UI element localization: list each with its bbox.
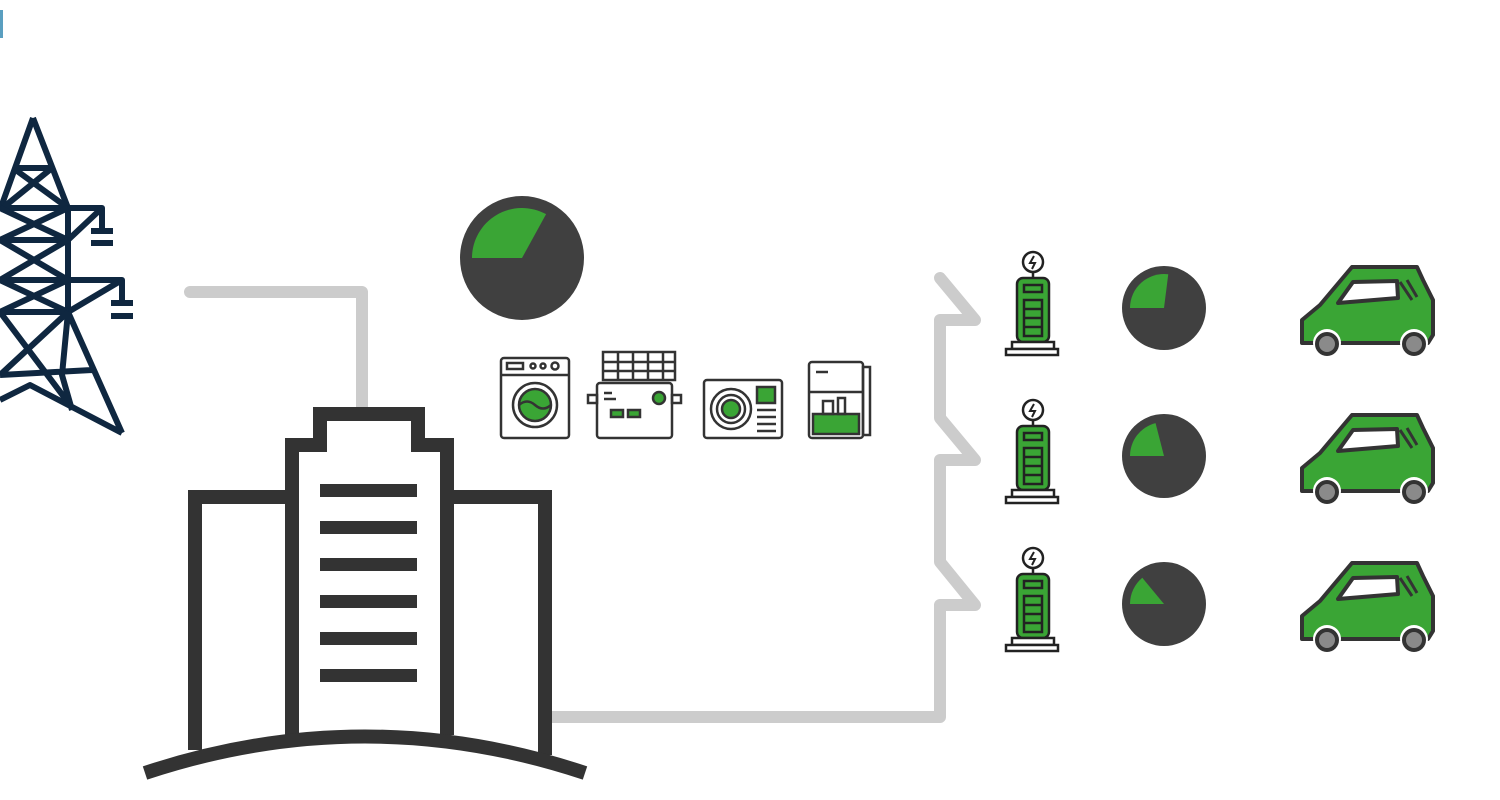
gauge-fill bbox=[472, 207, 547, 258]
edge-marker bbox=[0, 10, 3, 38]
charge-level-gauge bbox=[1122, 266, 1206, 350]
charging-station-icon bbox=[1004, 250, 1060, 357]
car-icon bbox=[1300, 265, 1435, 357]
power-lines bbox=[184, 272, 981, 723]
refrigerator-icon bbox=[807, 360, 872, 440]
air-conditioner-icon bbox=[702, 378, 784, 440]
generator-icon bbox=[586, 350, 683, 440]
car-icon bbox=[1300, 561, 1435, 653]
building-icon bbox=[142, 407, 588, 780]
charger-row bbox=[1004, 546, 1435, 653]
car-icon bbox=[1300, 413, 1435, 505]
charge-level-gauge bbox=[1122, 414, 1206, 498]
charging-station-icon bbox=[1004, 398, 1060, 505]
building-to-chargers-line bbox=[546, 272, 981, 723]
charging-station-icon bbox=[1004, 546, 1060, 653]
power-tower-icon bbox=[0, 116, 125, 436]
insulator-icons bbox=[91, 228, 133, 319]
gauge-fill bbox=[1130, 577, 1164, 604]
grid-to-building-line bbox=[184, 286, 368, 418]
building-energy-gauge bbox=[460, 196, 584, 320]
charger-row bbox=[1004, 250, 1435, 357]
charger-row bbox=[1004, 398, 1435, 505]
gauge-fill bbox=[1130, 423, 1164, 456]
washing-machine-icon bbox=[499, 356, 571, 440]
charge-level-gauge bbox=[1122, 562, 1206, 646]
gauge-fill bbox=[1130, 273, 1169, 308]
